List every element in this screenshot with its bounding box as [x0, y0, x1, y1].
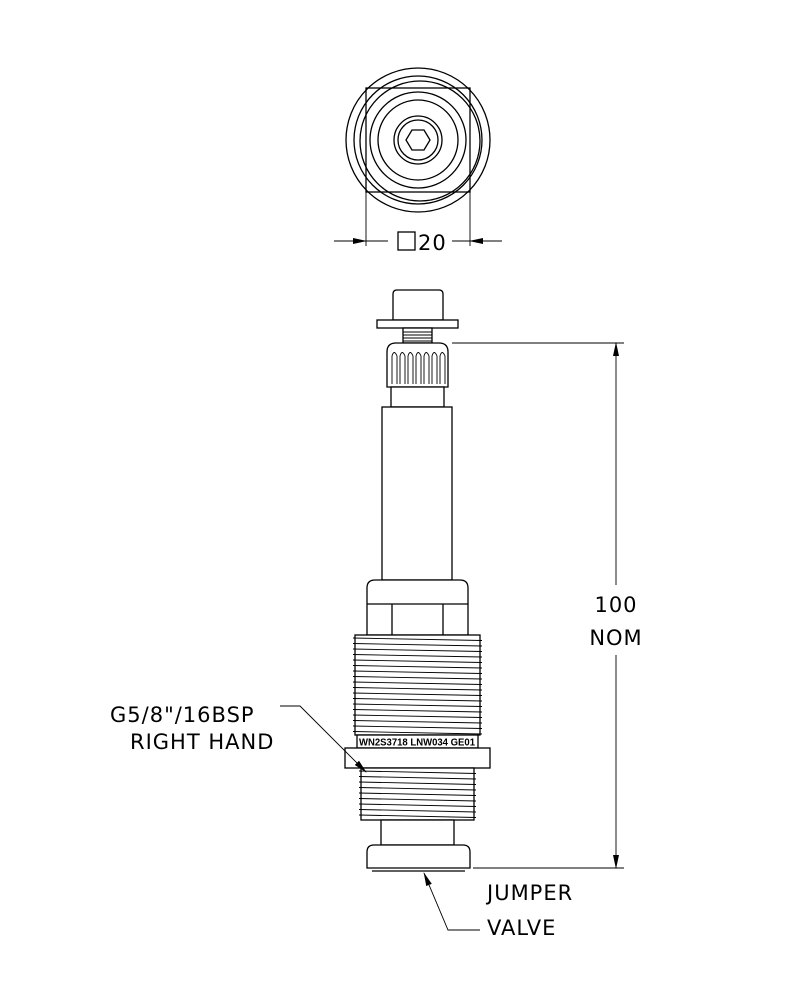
height-suffix: NOM	[589, 626, 642, 650]
main-thread	[354, 634, 481, 736]
thread-line	[352, 665, 483, 669]
square-symbol-icon	[397, 231, 416, 251]
thread-line	[352, 681, 483, 685]
knurled-spindle	[386, 342, 449, 388]
height-value: 100	[594, 593, 637, 617]
square-dimension: 20	[418, 231, 447, 255]
body-stamp: WN2S3718 LNW034 GE01	[359, 738, 475, 749]
thread-line	[358, 809, 477, 813]
thread-line	[352, 731, 483, 735]
thread-line	[352, 703, 483, 707]
thread-line	[358, 781, 477, 785]
thread-line	[352, 714, 483, 718]
thread-spec-label: G5/8"/16BSP	[110, 703, 255, 727]
thread-line	[358, 770, 477, 774]
hex-nut	[344, 747, 491, 769]
jumper-callout: JUMPER VALVE	[423, 872, 573, 940]
thread-line	[352, 670, 483, 674]
thread-line	[352, 637, 483, 641]
height-dimension: 100 NOM	[452, 342, 642, 869]
thread-line	[358, 798, 477, 802]
thread-line	[358, 814, 477, 818]
thread-line	[352, 654, 483, 658]
side-view: WN2S3718 LNW034 GE01	[344, 289, 491, 872]
thread-line	[352, 648, 483, 652]
thread-callout: G5/8"/16BSP RIGHT HAND	[110, 703, 367, 773]
top-view: 20	[334, 67, 502, 255]
thread-line	[352, 676, 483, 680]
thread-line	[352, 720, 483, 724]
thread-line	[352, 659, 483, 663]
thread-hand-label: RIGHT HAND	[130, 730, 274, 754]
hex-socket-icon	[405, 129, 431, 151]
jumper-valve	[366, 844, 471, 869]
thread-line	[352, 692, 483, 696]
thread-line	[352, 725, 483, 729]
jumper-label: JUMPER	[485, 881, 573, 905]
thread-line	[352, 643, 483, 647]
thread-line	[352, 698, 483, 702]
thread-line	[358, 787, 477, 791]
thread-line	[358, 792, 477, 796]
thread-line	[358, 803, 477, 807]
valve-label: VALVE	[487, 916, 556, 940]
thread-line	[352, 687, 483, 691]
thread-line	[352, 709, 483, 713]
thread-line	[358, 776, 477, 780]
